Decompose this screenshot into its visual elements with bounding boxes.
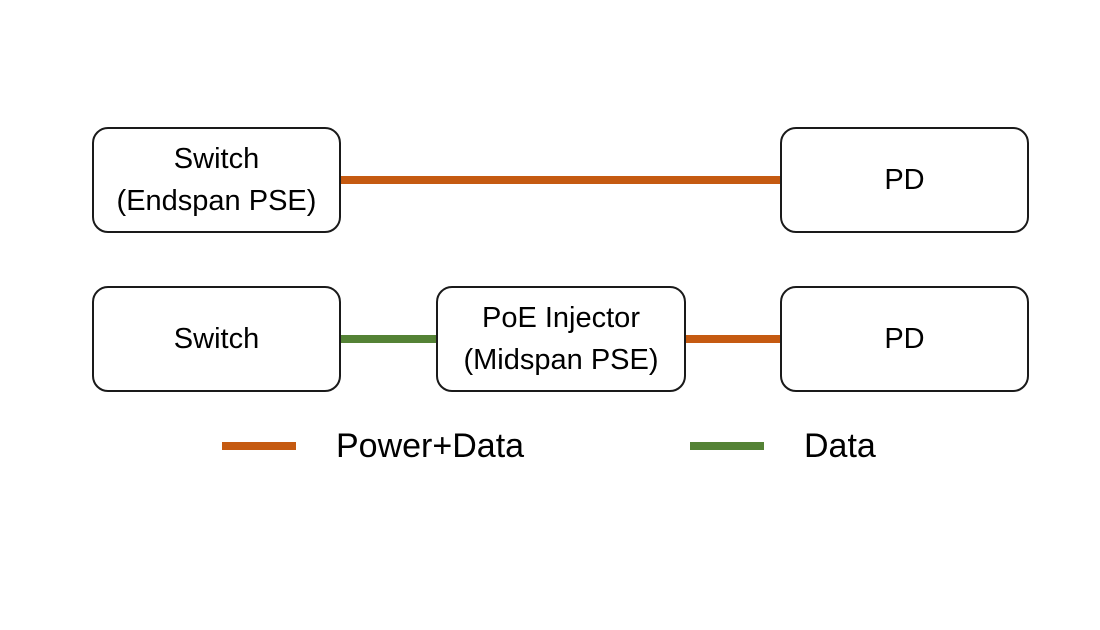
endspan-switch-label: Switch xyxy=(173,142,260,175)
injector-label: PoE Injector xyxy=(482,301,640,334)
injector-sublabel: (Midspan PSE) xyxy=(463,344,659,376)
pd-node-bottom: PD xyxy=(780,286,1029,392)
legend-power-data-label: Power+Data xyxy=(336,427,525,465)
data-link-switch-to-injector xyxy=(341,335,436,343)
switch-node: Switch xyxy=(92,286,341,392)
pd-bottom-label: PD xyxy=(884,322,925,355)
power-data-link-injector-to-pd xyxy=(686,335,780,343)
endspan-switch-sublabel: (Endspan PSE) xyxy=(116,185,317,217)
pd-top-label: PD xyxy=(884,163,925,196)
pd-node-top: PD xyxy=(780,127,1029,233)
switch-label: Switch xyxy=(173,322,260,355)
endspan-switch-node: Switch (Endspan PSE) xyxy=(92,127,341,233)
legend-data-label: Data xyxy=(804,427,876,465)
legend-power-data-swatch xyxy=(222,442,296,450)
legend-data-swatch xyxy=(690,442,764,450)
poe-injector-node: PoE Injector (Midspan PSE) xyxy=(436,286,686,392)
power-data-link-switch-to-pd xyxy=(341,176,780,184)
